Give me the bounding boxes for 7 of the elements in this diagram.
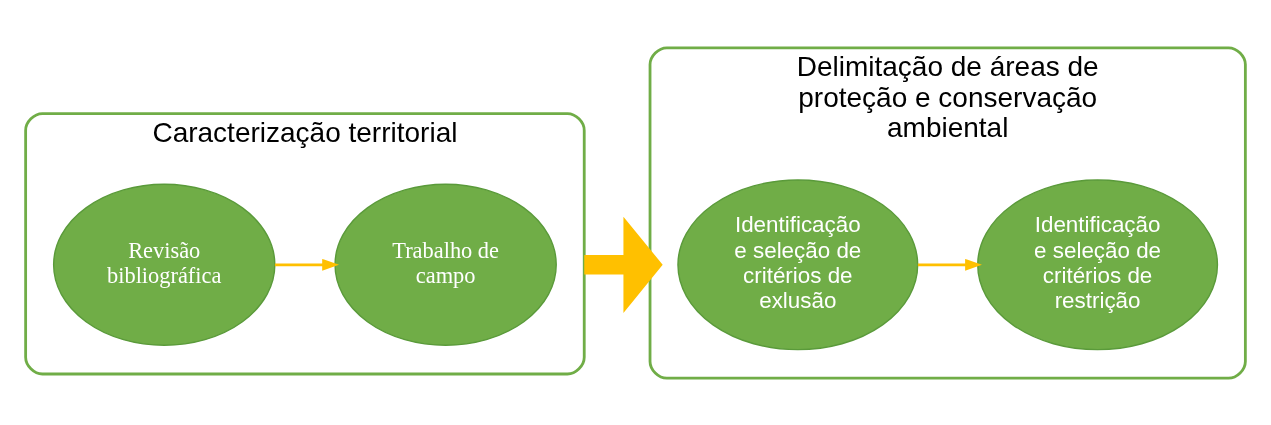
node-ellipse: Identificação e seleção de critérios de exlusão [677,178,919,350]
arrow [584,216,663,313]
node-ellipse: Revisão bibliográfica [52,183,276,346]
node-ellipse: Trabalho de campo [334,183,557,346]
arrow [917,258,982,271]
arrow [274,258,339,271]
node-ellipse: Identificação e seleção de critérios de restrição [977,178,1219,350]
